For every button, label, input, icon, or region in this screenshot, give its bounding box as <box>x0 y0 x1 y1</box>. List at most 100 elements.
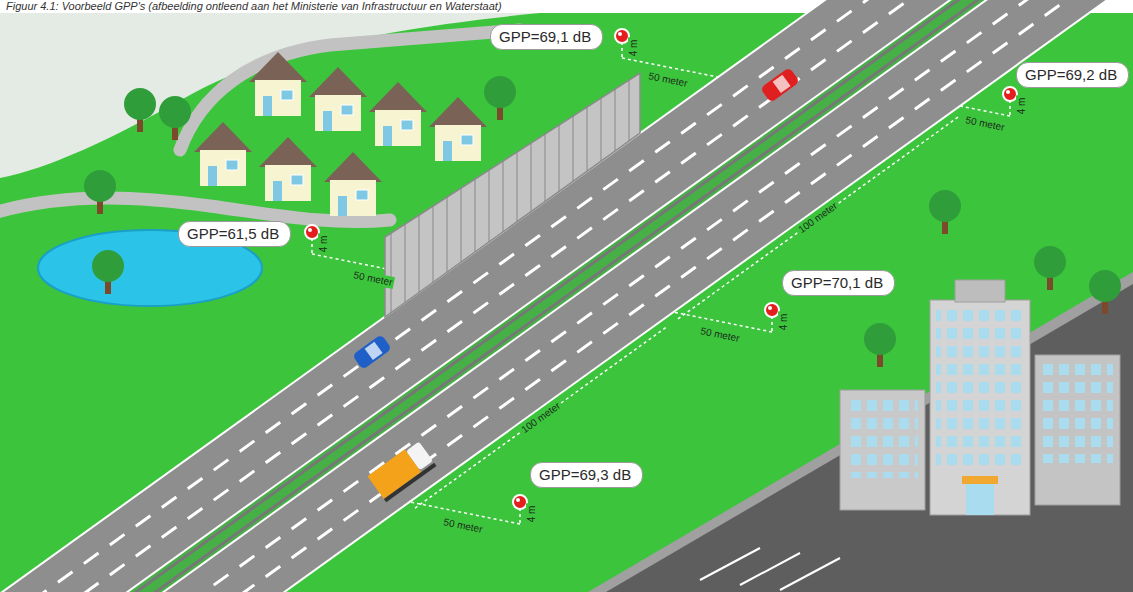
office-building <box>966 484 994 515</box>
house <box>226 160 238 170</box>
measurement-point <box>1003 87 1017 101</box>
car <box>773 75 791 93</box>
house <box>249 52 307 116</box>
office-building <box>840 280 1120 515</box>
office-building <box>936 308 1024 468</box>
car <box>760 67 800 103</box>
tree <box>124 88 156 132</box>
house <box>259 137 317 201</box>
distance-label: 50 meter <box>698 325 743 345</box>
house <box>265 165 311 201</box>
house <box>249 52 307 82</box>
parking-line <box>740 553 800 585</box>
gpp-label: GPP=61,5 dB <box>178 221 291 247</box>
house <box>324 152 382 216</box>
tree <box>864 323 896 367</box>
measurement-point <box>618 32 622 36</box>
parking-line <box>700 548 760 580</box>
car <box>352 334 392 370</box>
house <box>356 190 368 200</box>
measurement-line <box>312 36 1010 524</box>
gpp-value: GPP=61,5 dB <box>187 225 282 243</box>
house <box>263 96 272 116</box>
distance-label: 50 meter <box>963 114 1008 134</box>
tree <box>124 88 156 120</box>
house <box>194 122 252 186</box>
tree <box>159 96 191 140</box>
distance-label: 4 m <box>1016 96 1028 117</box>
pale-field <box>0 13 540 178</box>
tree <box>864 323 896 355</box>
office-building <box>840 390 925 510</box>
tree <box>1034 246 1066 278</box>
house <box>429 97 487 161</box>
house <box>194 52 487 216</box>
house <box>341 105 353 115</box>
office-building <box>1035 355 1120 505</box>
house <box>375 110 421 146</box>
house <box>330 180 376 216</box>
tree <box>1089 270 1121 302</box>
measurement-point <box>615 29 629 43</box>
house <box>401 120 413 130</box>
parking-line <box>700 548 840 590</box>
house <box>338 196 347 216</box>
house <box>281 90 293 100</box>
house <box>309 67 367 131</box>
house <box>273 181 282 201</box>
car <box>384 463 437 503</box>
distance-label: 4 m <box>628 38 640 59</box>
office-building <box>846 398 918 478</box>
gpp-value: GPP=69,3 dB <box>539 466 634 484</box>
tree <box>159 96 191 128</box>
car <box>367 440 436 502</box>
gpp-value: GPP=70,1 dB <box>791 274 886 292</box>
house <box>259 137 317 167</box>
measurement-point <box>305 29 1017 509</box>
distance-label: 100 meter <box>795 199 842 237</box>
house <box>194 122 252 152</box>
house <box>324 152 382 182</box>
measurement-point <box>765 303 779 317</box>
tree <box>1089 270 1121 314</box>
measurement-point <box>1003 87 1017 101</box>
figure-caption: Figuur 4.1: Voorbeeld GPP's (afbeelding … <box>6 0 502 13</box>
house <box>383 126 392 146</box>
measurement-line <box>415 326 668 508</box>
distance-label: 4 m <box>778 312 790 333</box>
measurement-point <box>308 228 312 232</box>
house <box>208 166 217 186</box>
measurement-point <box>305 225 319 239</box>
house <box>369 82 427 146</box>
tree <box>84 170 116 202</box>
house <box>291 175 303 185</box>
car <box>352 334 392 370</box>
tree <box>1034 246 1066 290</box>
tree <box>929 190 961 222</box>
parking-line <box>780 558 840 590</box>
tree <box>84 170 116 214</box>
office-building <box>930 300 1030 515</box>
house <box>435 125 481 161</box>
measurement-point <box>615 29 629 43</box>
tree <box>484 76 516 108</box>
gpp-value: GPP=69,1 dB <box>499 28 594 46</box>
sidewalk <box>588 272 1133 592</box>
gpp-label: GPP=69,3 dB <box>530 462 643 488</box>
measurement-line <box>678 117 958 319</box>
car <box>760 67 800 103</box>
office-building <box>955 280 1005 302</box>
house <box>255 80 301 116</box>
measurement-point <box>516 498 520 502</box>
car <box>406 442 433 471</box>
measurement-point <box>768 306 772 310</box>
measurement-point <box>305 225 319 239</box>
